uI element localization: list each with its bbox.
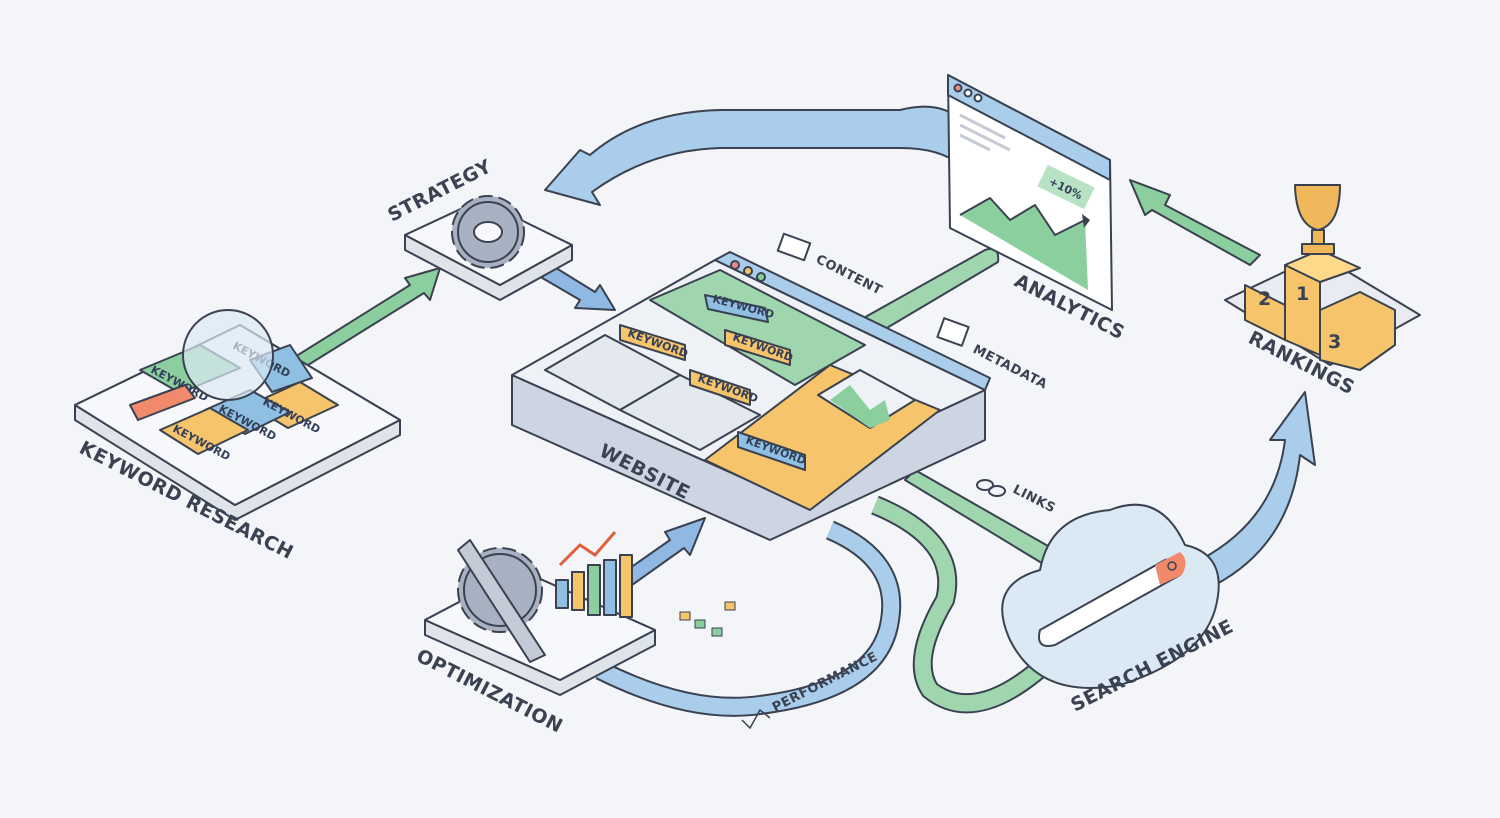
- strategy-node: [404, 195, 573, 301]
- label-links: LINKS: [1010, 482, 1058, 516]
- metadata-icon: [936, 317, 970, 347]
- wrench-gear-icon: [457, 539, 546, 663]
- magnifier-icon: [129, 309, 274, 421]
- research-to-strategy-arrow: [289, 267, 441, 371]
- growth-badge: [1037, 164, 1095, 210]
- podium-second: 2: [1258, 288, 1272, 310]
- keyword-research-node: KEYWORD KEYWORD KEYWORD KEYWORD KEYWORD: [74, 309, 401, 521]
- image-placeholder-icon: [817, 369, 916, 429]
- trophy-icon: [1294, 184, 1341, 255]
- optimization-node: [424, 531, 736, 696]
- website-to-search-curve: [871, 497, 1066, 712]
- label-performance: PERFORMANCE: [770, 649, 880, 715]
- rankings-to-analytics-arrow: [1129, 179, 1261, 266]
- website-node: KEYWORD KEYWORD KEYWORD KEYWORD KEYWORD: [511, 251, 991, 541]
- feedback-arrow: [544, 105, 961, 206]
- performance-icon: [741, 708, 771, 730]
- document-icon: [776, 232, 812, 262]
- area-chart-icon: [960, 198, 1088, 290]
- analytics-node: +10%: [947, 74, 1113, 311]
- search-to-rankings-arrow: [1199, 391, 1316, 586]
- label-content: CONTENT: [813, 252, 884, 298]
- performance-loop: [596, 522, 900, 715]
- gear-icon: [451, 195, 525, 269]
- rankings-node: 2 1 3: [1224, 184, 1421, 371]
- podium-third: 3: [1328, 331, 1342, 353]
- search-icon: [1167, 561, 1177, 571]
- optimization-to-website-arrow: [619, 517, 706, 586]
- link-icon: [976, 479, 1006, 497]
- trend-icon: [558, 531, 617, 567]
- sitemap-icon: [679, 601, 736, 637]
- podium-first: 1: [1296, 283, 1310, 305]
- bar-chart-icon: [555, 554, 633, 618]
- search-engine-node: [1001, 503, 1220, 689]
